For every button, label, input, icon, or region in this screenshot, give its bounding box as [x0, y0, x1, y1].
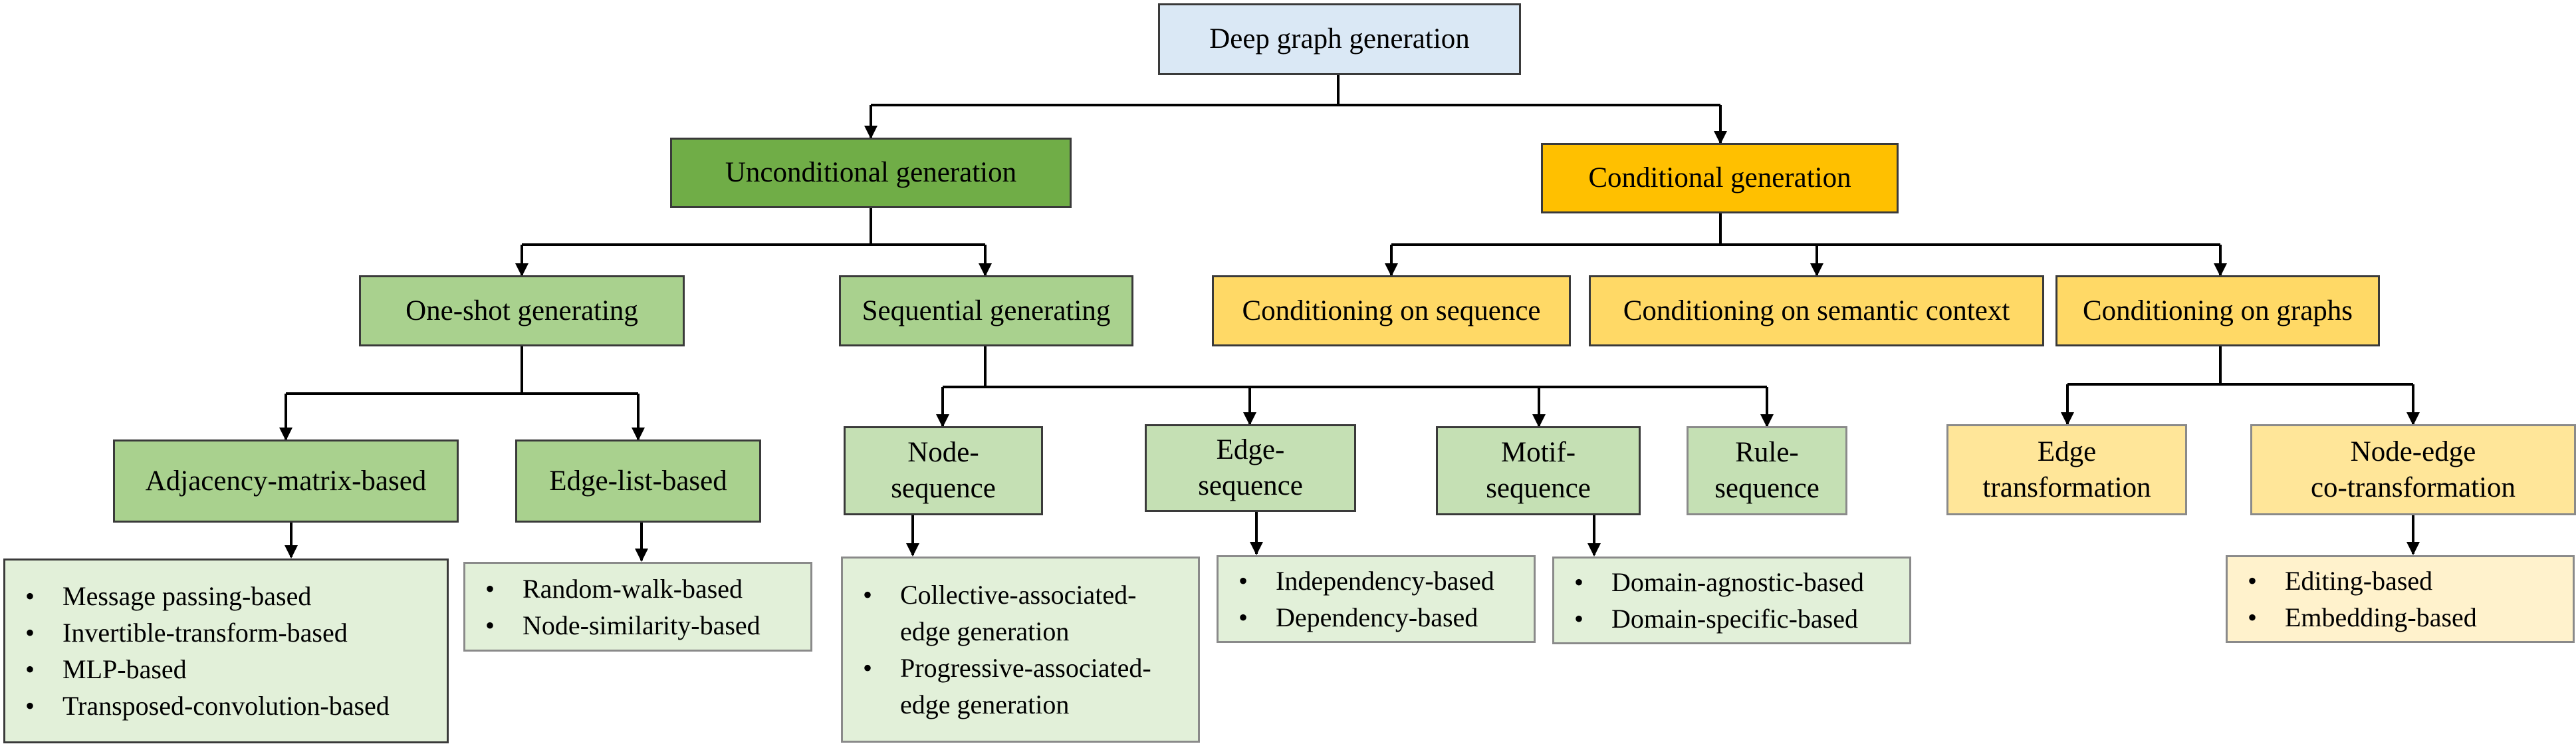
edge-list-methods-list: Random-walk-based Node-similarity-based — [463, 562, 812, 652]
adjacency-matrix-based-node: Adjacency-matrix-based — [113, 439, 459, 523]
list-item: Independency-based — [1238, 562, 1534, 599]
edge-list-based-node: Edge-list-based — [515, 439, 761, 523]
conditioning-on-graphs-node: Conditioning on graphs — [2055, 275, 2380, 346]
list-item: Dependency-based — [1238, 599, 1534, 636]
list-item: Random-walk-based — [485, 570, 810, 607]
edge-transformation-node: Edge transformation — [1946, 424, 2187, 515]
root-node: Deep graph generation — [1158, 3, 1521, 75]
list-item: Embedding-based — [2248, 599, 2573, 636]
list-item: Node-similarity-based — [485, 607, 810, 644]
sequential-generating-node: Sequential generating — [839, 275, 1133, 346]
list-item: Transposed-convolution-based — [25, 687, 447, 724]
node-edge-methods-list: Editing-based Embedding-based — [2226, 555, 2575, 643]
node-edge-co-transformation-node: Node-edge co-transformation — [2250, 424, 2576, 515]
list-item: Collective-associated- edge generation — [863, 576, 1198, 650]
list-item: Progressive-associated- edge generation — [863, 650, 1198, 723]
edge-sequence-node: Edge- sequence — [1145, 424, 1356, 512]
conditioning-on-sequence-node: Conditioning on sequence — [1212, 275, 1571, 346]
list-item: Editing-based — [2248, 562, 2573, 599]
unconditional-generation-node: Unconditional generation — [670, 138, 1072, 208]
adjacency-methods-list: Message passing-based Invertible-transfo… — [3, 559, 449, 743]
conditional-generation-node: Conditional generation — [1541, 143, 1899, 213]
node-sequence-methods-list: Collective-associated- edge generation P… — [841, 557, 1200, 743]
list-item: MLP-based — [25, 651, 447, 687]
rule-sequence-node: Rule- sequence — [1687, 426, 1847, 515]
conditioning-on-semantic-context-node: Conditioning on semantic context — [1589, 275, 2044, 346]
list-item: Domain-specific-based — [1574, 600, 1909, 637]
list-item: Invertible-transform-based — [25, 614, 447, 651]
motif-sequence-node: Motif- sequence — [1436, 426, 1641, 515]
motif-sequence-methods-list: Domain-agnostic-based Domain-specific-ba… — [1552, 557, 1911, 644]
list-item: Message passing-based — [25, 578, 447, 614]
list-item: Domain-agnostic-based — [1574, 564, 1909, 600]
node-sequence-node: Node- sequence — [844, 426, 1043, 515]
one-shot-generating-node: One-shot generating — [359, 275, 685, 346]
edge-sequence-methods-list: Independency-based Dependency-based — [1217, 555, 1536, 643]
